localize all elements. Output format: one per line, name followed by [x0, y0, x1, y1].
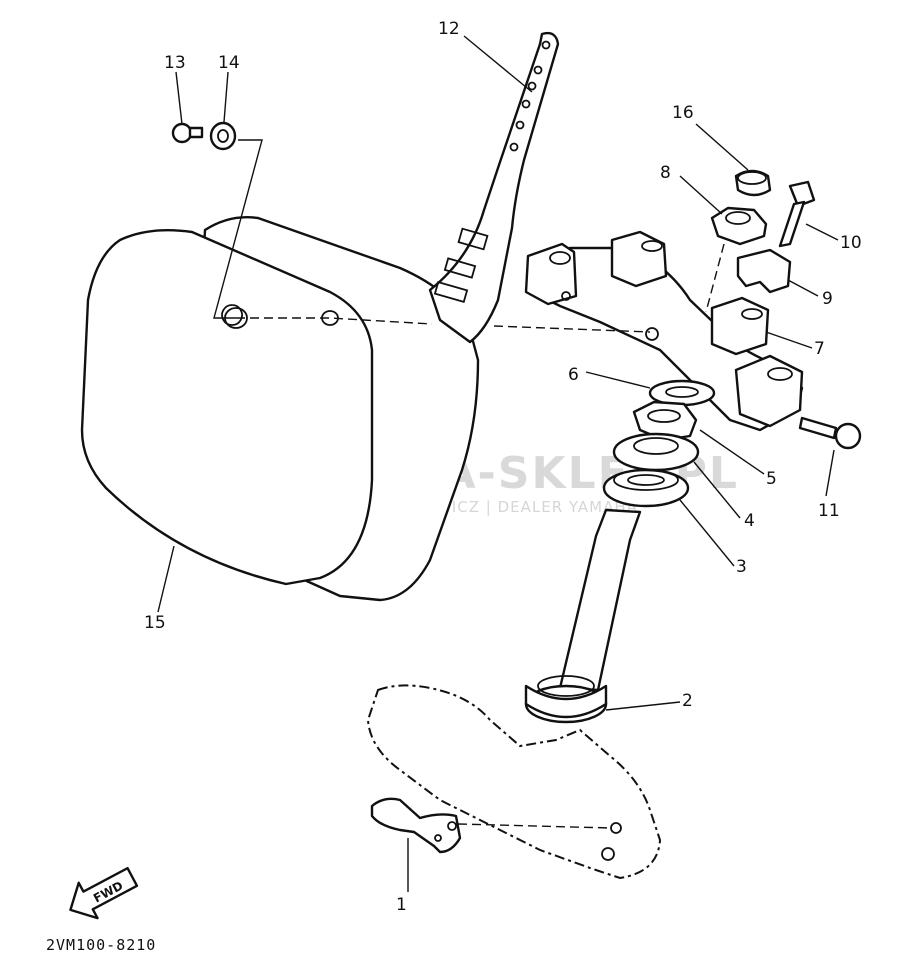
bracket-stay — [428, 31, 560, 344]
ring-nut-5-icon — [632, 400, 698, 442]
fwd-arrow-icon: FWD — [69, 866, 139, 920]
callout-2: 2 — [682, 691, 693, 711]
washer-14-icon — [209, 121, 237, 151]
callout-1: 1 — [396, 895, 407, 915]
clamp-cap-9-icon — [736, 248, 792, 294]
callouts: 1 2 3 4 5 6 7 8 9 10 11 12 13 14 15 16 — [144, 19, 862, 915]
callout-11: 11 — [818, 501, 840, 521]
bracket-holes — [433, 40, 551, 304]
bearing-2-icon — [524, 675, 608, 724]
seal-4-icon — [612, 432, 700, 472]
cable-guide-1-icon — [370, 797, 462, 854]
callout-16: 16 — [672, 103, 694, 123]
callout-6: 6 — [568, 365, 579, 385]
callout-12: 12 — [438, 19, 460, 39]
callout-7: 7 — [814, 339, 825, 359]
bolt-13-icon — [171, 122, 204, 144]
cap-16-icon — [734, 169, 772, 197]
bolt-11-icon — [798, 416, 862, 450]
callout-13: 13 — [164, 53, 186, 73]
callout-5: 5 — [766, 469, 777, 489]
drawing-code: 2VM100-8210 — [46, 936, 156, 954]
callout-15: 15 — [144, 613, 166, 633]
callout-3: 3 — [736, 557, 747, 577]
steering-stem — [558, 508, 642, 692]
upper-bracket — [524, 230, 804, 432]
leader-lines — [157, 35, 839, 892]
bolt-10-icon — [778, 180, 816, 248]
alignment-lines — [213, 139, 725, 829]
nut-8-icon — [710, 206, 768, 246]
callout-14: 14 — [218, 53, 240, 73]
callout-9: 9 — [822, 289, 833, 309]
callout-4: 4 — [744, 511, 755, 531]
under-bracket-outline — [366, 684, 662, 880]
bearing-3-icon — [602, 468, 690, 508]
callout-10: 10 — [840, 233, 862, 253]
callout-8: 8 — [660, 163, 671, 183]
